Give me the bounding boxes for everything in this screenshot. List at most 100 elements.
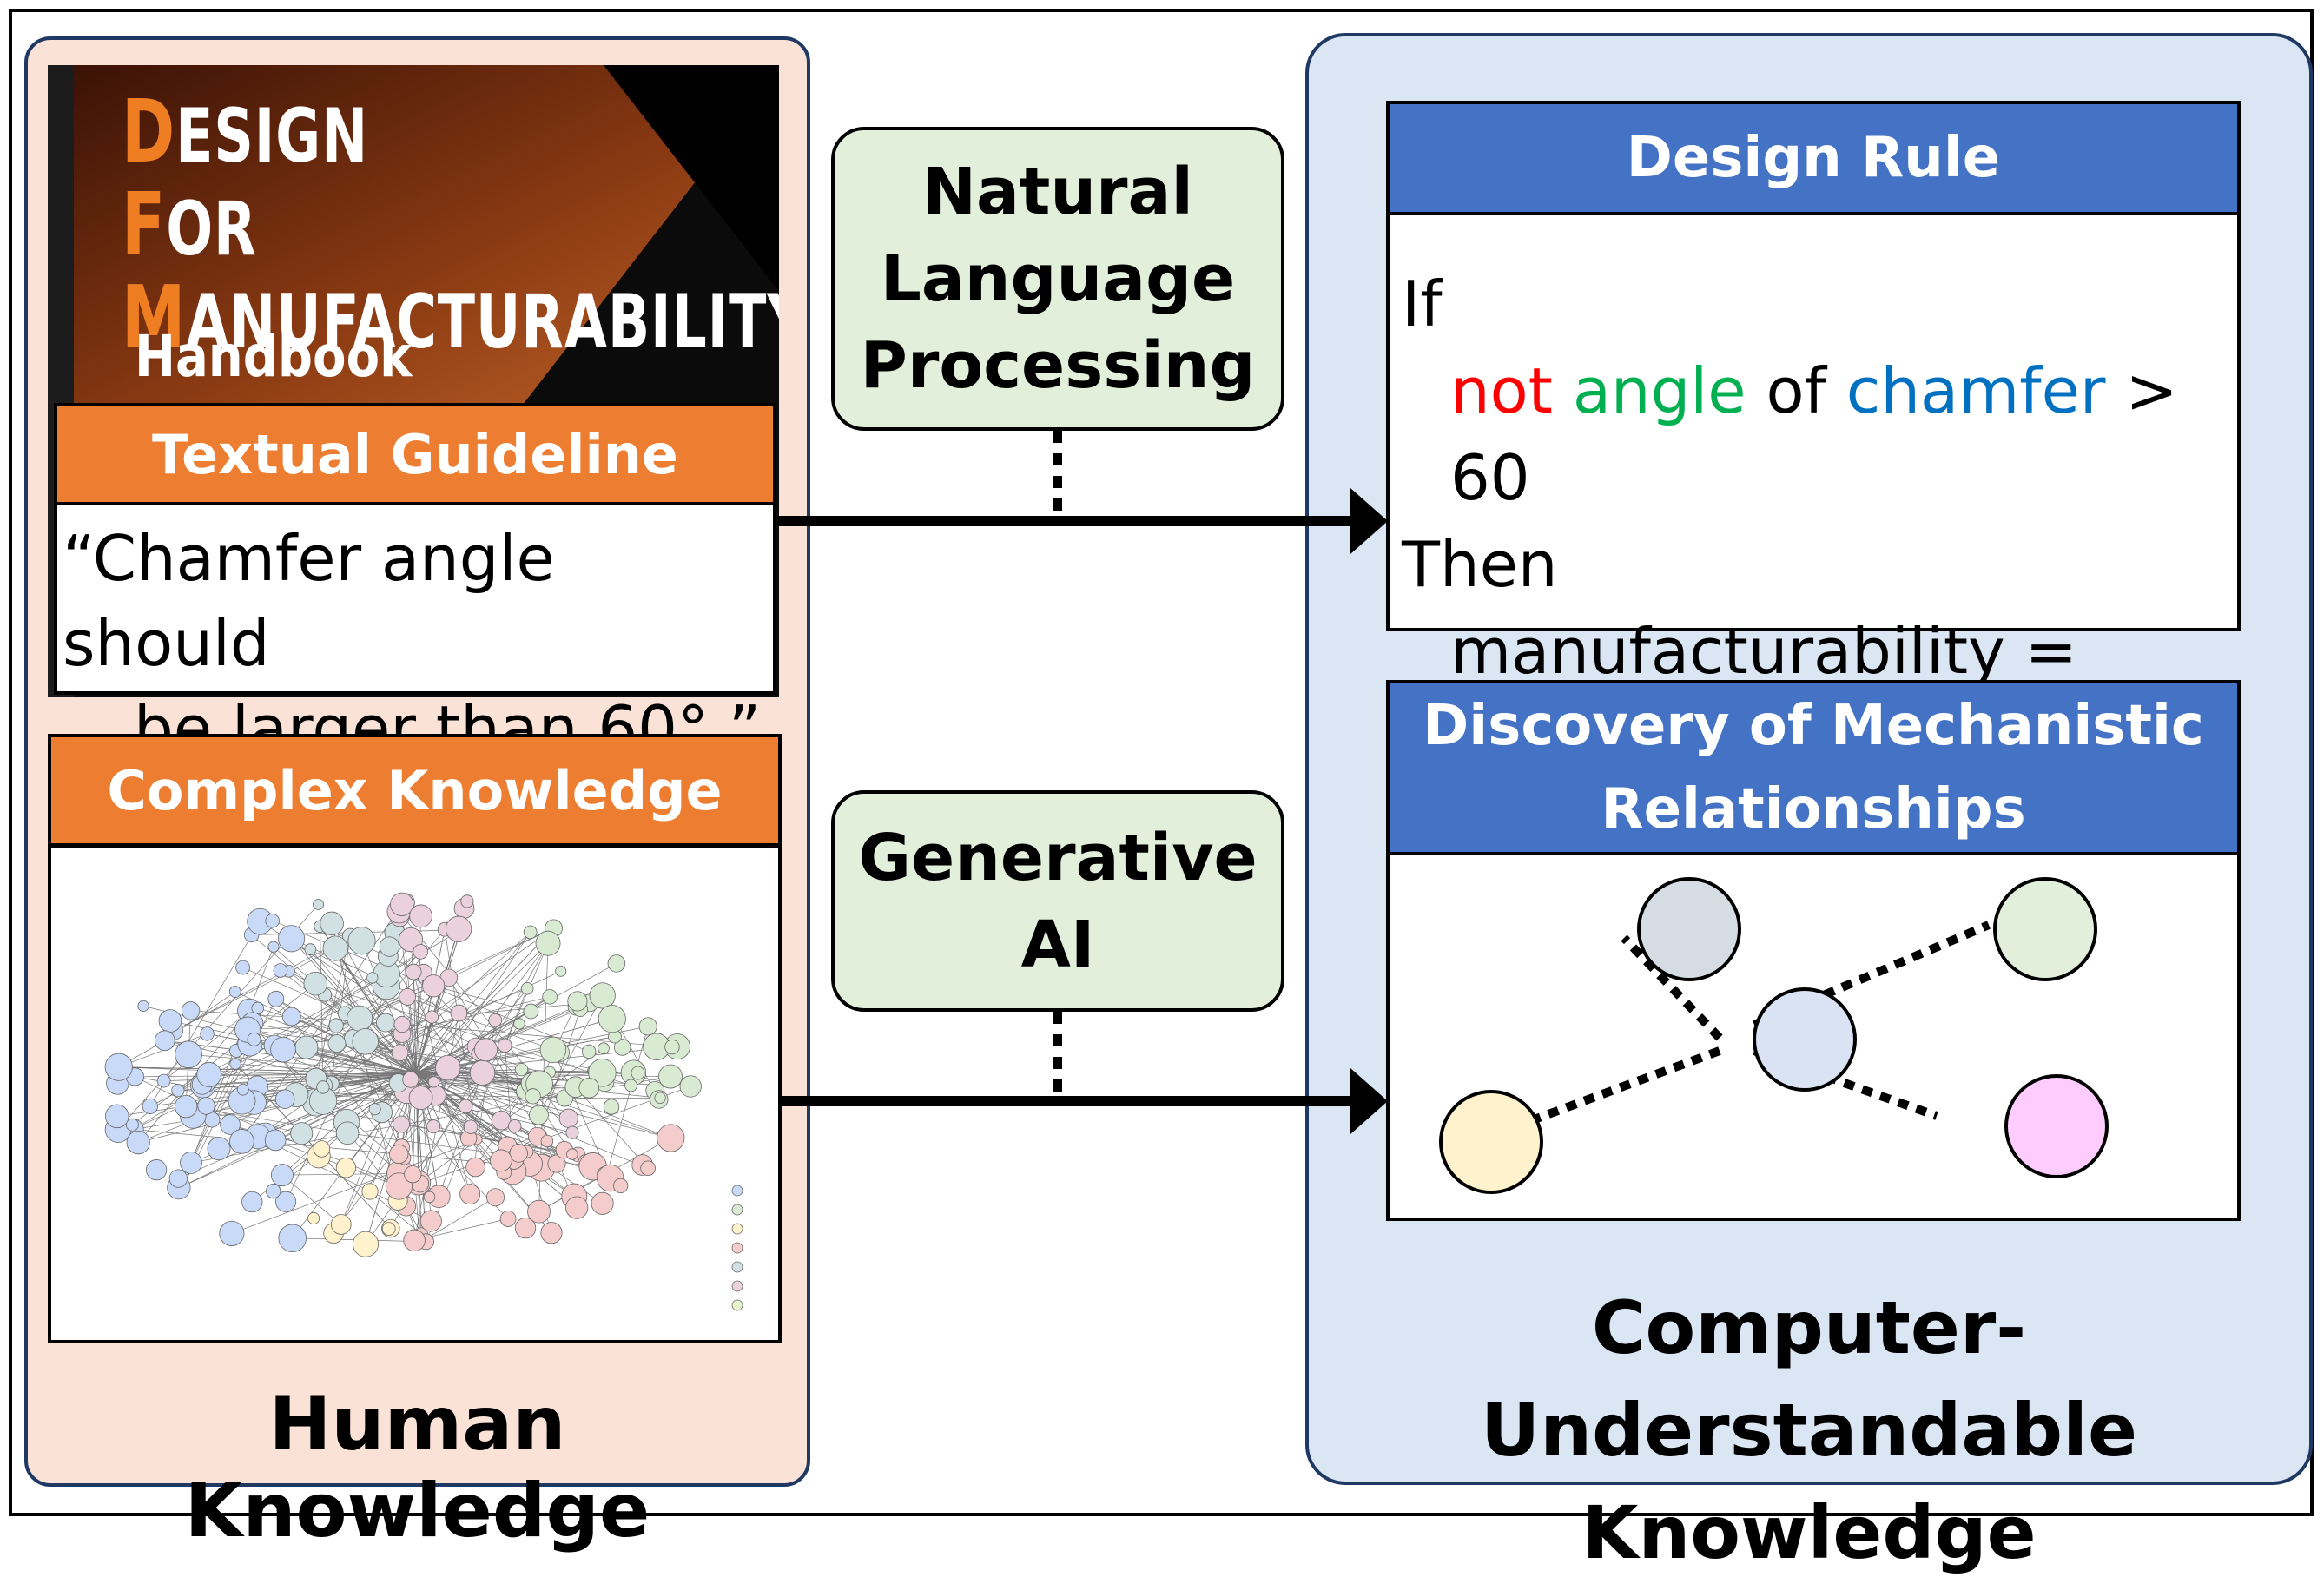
- graph-node: [330, 1214, 352, 1235]
- graph-node: [328, 1018, 344, 1033]
- graph-node: [491, 1110, 512, 1131]
- graph-node: [200, 1026, 215, 1041]
- textual-guideline-text: “Chamfer angle should be larger than 60°…: [54, 502, 776, 765]
- node-gray: [1637, 877, 1741, 981]
- graph-node: [445, 915, 472, 942]
- graph-node: [313, 1140, 331, 1158]
- graph-edge: [306, 1046, 417, 1074]
- graph-edge: [415, 932, 531, 1074]
- graph-node: [547, 1154, 566, 1173]
- graph-node: [638, 1017, 657, 1036]
- connector-overlay: [777, 431, 1388, 1134]
- graph-edge: [320, 926, 324, 1087]
- graph-node: [264, 1129, 287, 1152]
- graph-node: [105, 1104, 129, 1129]
- rule-chamfer: chamfer: [1845, 354, 2106, 427]
- cover-art: [48, 65, 779, 697]
- cover-subtitle: Handbook: [135, 323, 413, 390]
- graph-node: [219, 1220, 245, 1246]
- graph-edge: [457, 1002, 591, 1016]
- graph-node: [520, 981, 534, 995]
- graph-node: [435, 1054, 461, 1081]
- graph-node: [181, 1001, 201, 1020]
- rule-then: Then: [1402, 528, 1558, 601]
- graph-node: [290, 1122, 314, 1145]
- guideline-line-1: “Chamfer angle should: [63, 522, 555, 680]
- rule-of: of: [1766, 354, 1826, 427]
- graph-node: [366, 972, 379, 984]
- graph-node: [405, 963, 422, 980]
- graph-node: [335, 1121, 360, 1145]
- graph-node: [229, 1129, 254, 1154]
- graph-node: [413, 944, 429, 960]
- node-yellow: [1439, 1090, 1543, 1194]
- graph-node: [425, 1010, 439, 1024]
- graph-edge: [415, 929, 461, 1074]
- graph-node: [507, 1119, 522, 1133]
- graph-node: [567, 991, 588, 1012]
- graph-node: [513, 1018, 525, 1030]
- nlp-line-1: Natural: [922, 155, 1193, 229]
- graph-node: [589, 982, 616, 1009]
- graph-node: [393, 1015, 411, 1033]
- graph-node: [404, 1165, 422, 1184]
- graph-legend-swatch: [731, 1223, 743, 1235]
- graph-node: [381, 1222, 396, 1236]
- graph-node: [539, 1036, 567, 1064]
- graph-node: [591, 1191, 614, 1215]
- edge-gray-center: [1621, 934, 1723, 1041]
- graph-edge: [249, 1043, 608, 1173]
- graph-node: [598, 1005, 626, 1033]
- graph-node: [137, 1000, 149, 1012]
- nlp-process-box: Natural Language Processing: [831, 127, 1284, 431]
- textual-guideline-header: Textual Guideline: [54, 403, 776, 505]
- graph-node: [427, 1076, 440, 1088]
- mechanistic-header: Discovery of Mechanistic Relationships: [1386, 680, 2241, 855]
- graph-edge: [177, 1072, 417, 1092]
- rule-threshold: > 60: [1450, 354, 2178, 514]
- graph-edge: [135, 1072, 417, 1078]
- graph-node: [598, 1042, 610, 1054]
- graph-node: [275, 1191, 297, 1212]
- graph-node: [399, 988, 416, 1006]
- graph-node: [281, 1006, 301, 1026]
- graph-node: [555, 965, 567, 977]
- graph-legend-swatch: [731, 1261, 743, 1273]
- graph-node: [316, 1080, 330, 1094]
- mechanistic-header-line-2: Relationships: [1601, 777, 2026, 842]
- graph-node: [419, 1210, 442, 1232]
- graph-node: [426, 1119, 441, 1134]
- graph-node: [352, 1028, 379, 1055]
- graph-legend-swatch: [731, 1242, 743, 1254]
- graph-node: [236, 1083, 249, 1096]
- graph-node: [463, 1119, 479, 1134]
- graph-node: [347, 927, 376, 955]
- graph-node: [361, 1183, 379, 1200]
- graph-node: [565, 1125, 579, 1139]
- graph-edge: [419, 1197, 496, 1243]
- graph-edge: [132, 983, 316, 1125]
- graph-edge: [415, 977, 450, 1074]
- graph-edge: [188, 1053, 417, 1074]
- graph-node: [327, 1034, 347, 1053]
- graph-edge: [575, 1086, 649, 1169]
- graph-node: [490, 1149, 512, 1172]
- graph-node: [267, 990, 285, 1007]
- arrowhead-bottom: [1350, 1068, 1388, 1134]
- graph-node: [631, 1066, 645, 1080]
- nlp-line-2: Language: [880, 241, 1236, 316]
- graph-node: [459, 1184, 481, 1205]
- graph-node: [509, 1144, 528, 1163]
- graph-node: [196, 1062, 222, 1087]
- graph-node: [247, 1032, 261, 1046]
- complex-knowledge-graph: [48, 844, 782, 1343]
- graph-node: [654, 1092, 666, 1104]
- rule-result-left: manufacturability =: [1450, 615, 2077, 688]
- cover-title: DESIGN FOR MANUFACTURABILITY: [122, 81, 779, 368]
- graph-node: [220, 1114, 241, 1135]
- graph-node: [523, 925, 538, 940]
- graph-node: [278, 925, 306, 953]
- graph-edge: [406, 996, 554, 1051]
- graph-edge: [331, 923, 399, 1201]
- graph-legend-swatch: [731, 1204, 743, 1216]
